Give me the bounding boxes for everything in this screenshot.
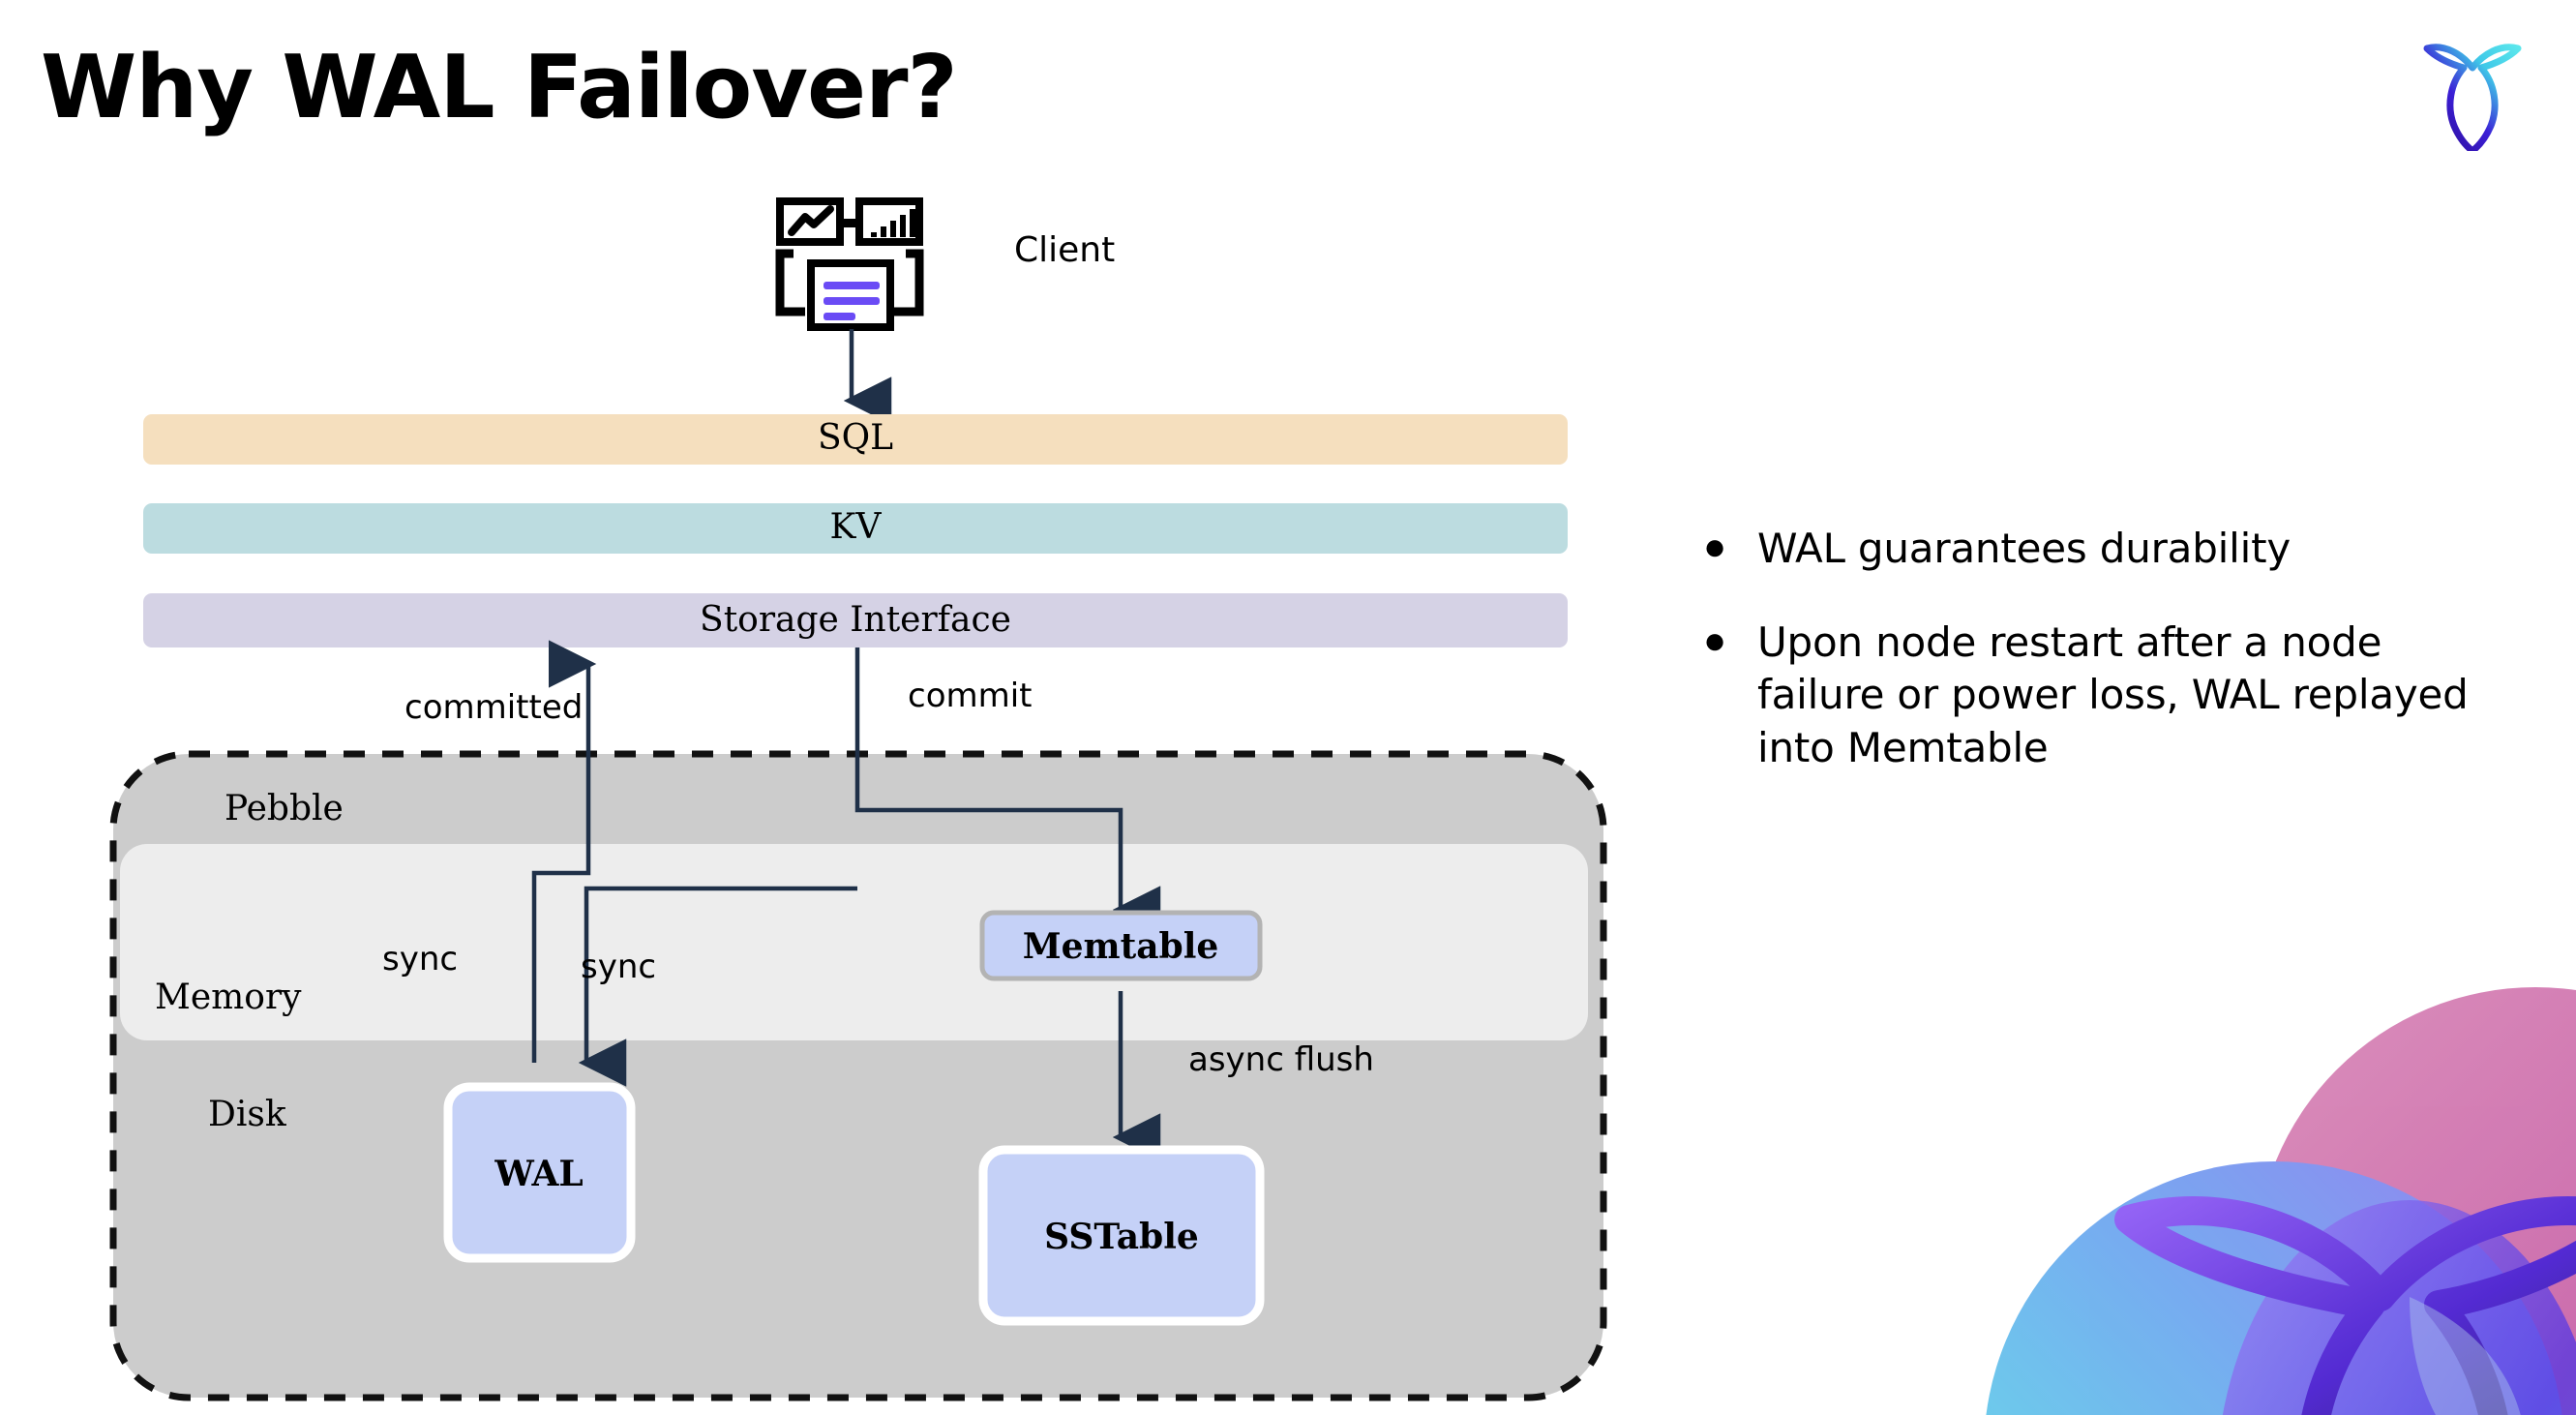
node-sstable[interactable]: SSTable [978,1145,1265,1326]
edge-label-sync-right: sync [581,948,656,986]
edge-label-commit: commit [908,677,1033,715]
node-memtable[interactable]: Memtable [979,910,1263,981]
cockroachdb-logo-icon [2423,44,2522,151]
edge-commit [854,647,1161,934]
node-label-sstable: SSTable [1044,1217,1199,1257]
bullet-list: ● WAL guarantees durability ● Upon node … [1703,523,2497,815]
disk-label: Disk [208,1095,287,1134]
edge-label-async-flush: async flush [1188,1040,1374,1079]
edge-sync [578,886,857,1087]
edge-label-committed: committed [404,688,583,727]
node-label-wal: WAL [494,1154,583,1194]
layer-bar-storage-interface[interactable]: Storage Interface [143,593,1568,647]
node-wal[interactable]: WAL [443,1082,636,1263]
bullet-text: Upon node restart after a node failure o… [1757,617,2469,771]
bullet-marker-icon: ● [1703,526,1727,568]
memory-label: Memory [155,978,302,1017]
list-item: ● Upon node restart after a node failure… [1703,617,2497,775]
page-title: Why WAL Failover? [41,37,958,138]
layer-label-sql: SQL [818,418,893,458]
wal-architecture-diagram: Client SQL KV Storage Interface Pebble M… [109,197,1607,1401]
layer-label-kv: KV [830,507,883,547]
list-item: ● WAL guarantees durability [1703,523,2497,576]
node-label-memtable: Memtable [1023,926,1219,967]
layer-label-storage: Storage Interface [700,600,1011,640]
bullet-marker-icon: ● [1703,618,1727,662]
pebble-label: Pebble [225,789,344,828]
edge-committed [531,640,597,1063]
memory-band [120,844,1588,1040]
client-dashboard-icon [775,197,924,331]
client-label: Client [1014,230,1115,270]
layer-bar-kv[interactable]: KV [143,503,1568,554]
edge-label-sync-left: sync [382,940,458,978]
layer-bar-sql[interactable]: SQL [143,414,1568,465]
bullet-text: WAL guarantees durability [1757,525,2291,572]
decorative-logo-watermark [1986,987,2576,1415]
